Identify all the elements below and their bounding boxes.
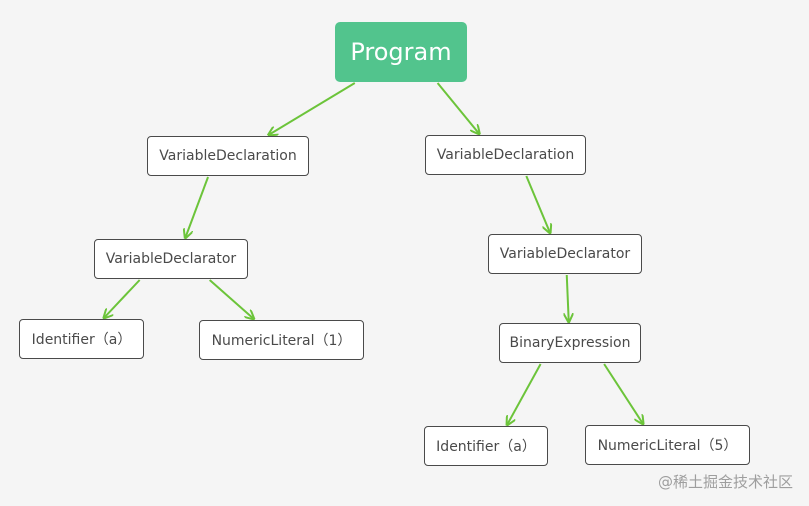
edge-arrow-program-to-left_declaration: [269, 82, 356, 135]
edge-arrow-left_declarator-to-left_identifier: [104, 279, 141, 318]
identifier-node-left: Identifier（a）: [19, 319, 144, 359]
variable-declaration-node-right: VariableDeclaration: [425, 135, 586, 175]
program-node: Program: [335, 22, 467, 82]
edge-arrow-binary_expression-to-right_identifier: [507, 363, 542, 425]
edge-arrow-binary_expression-to-right_literal: [603, 363, 643, 424]
identifier-node-right: Identifier（a）: [424, 426, 548, 466]
watermark: @稀土掘金技术社区: [657, 473, 793, 491]
variable-declarator-node-right: VariableDeclarator: [488, 234, 642, 274]
edge-arrow-right_declaration-to-right_declarator: [525, 175, 550, 233]
edge-arrow-program-to-right_declaration: [436, 82, 480, 134]
numeric-literal-node-right: NumericLiteral（5）: [585, 425, 750, 465]
edge-arrow-left_declarator-to-left_literal: [209, 279, 254, 319]
edge-arrow-left_declaration-to-left_declarator: [185, 176, 209, 238]
binary-expression-node: BinaryExpression: [499, 323, 641, 363]
edge-arrow-right_declarator-to-binary_expression: [567, 274, 569, 322]
numeric-literal-node-left: NumericLiteral（1）: [199, 320, 364, 360]
variable-declaration-node-left: VariableDeclaration: [147, 136, 309, 176]
variable-declarator-node-left: VariableDeclarator: [94, 239, 248, 279]
